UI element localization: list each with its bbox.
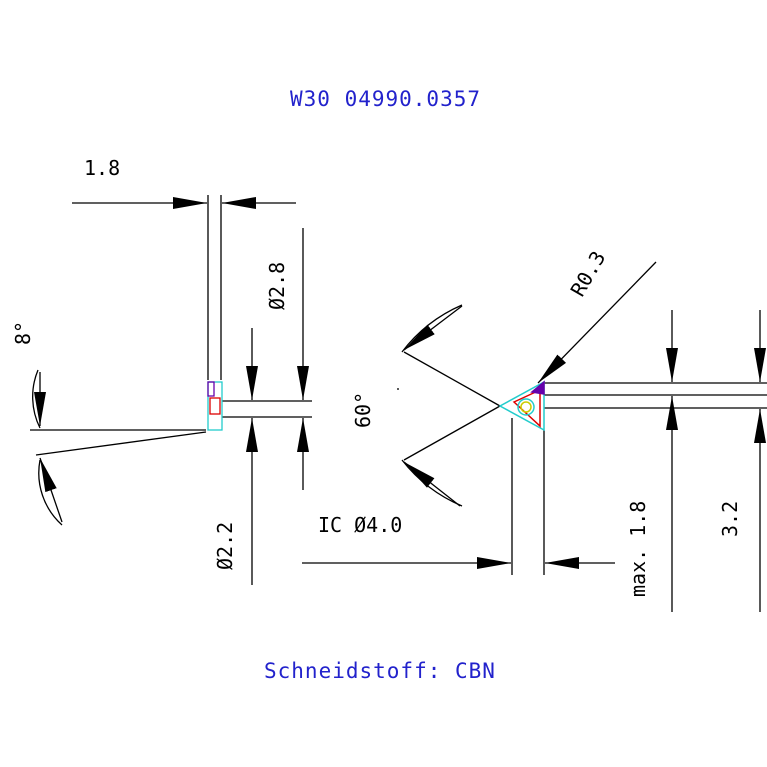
dim-label-width-top: 1.8 [84, 156, 120, 180]
left-insert [207, 381, 223, 431]
dim-label-dia-shank: Ø2.8 [265, 262, 289, 310]
material-label: Schneidstoff: CBN [264, 659, 496, 683]
right-view [302, 261, 767, 612]
dim-label-angle-tip: 60° [351, 392, 375, 428]
dim-label-radius-tip: R0.3 [566, 247, 611, 301]
dim-label-dia-neck: Ø2.2 [213, 522, 237, 570]
leader-radius [537, 261, 657, 384]
dim-label-angle-side: 8° [11, 321, 35, 345]
dim-label-height: 3.2 [718, 501, 742, 537]
triangle-insert [498, 380, 545, 432]
dim-label-ic-dia: IC Ø4.0 [318, 513, 402, 537]
angle-arc-8 [32, 369, 41, 429]
part-number-title: W30 04990.0357 [290, 87, 481, 111]
left-view [30, 195, 312, 585]
dim-label-max-depth: max. 1.8 [626, 501, 650, 597]
